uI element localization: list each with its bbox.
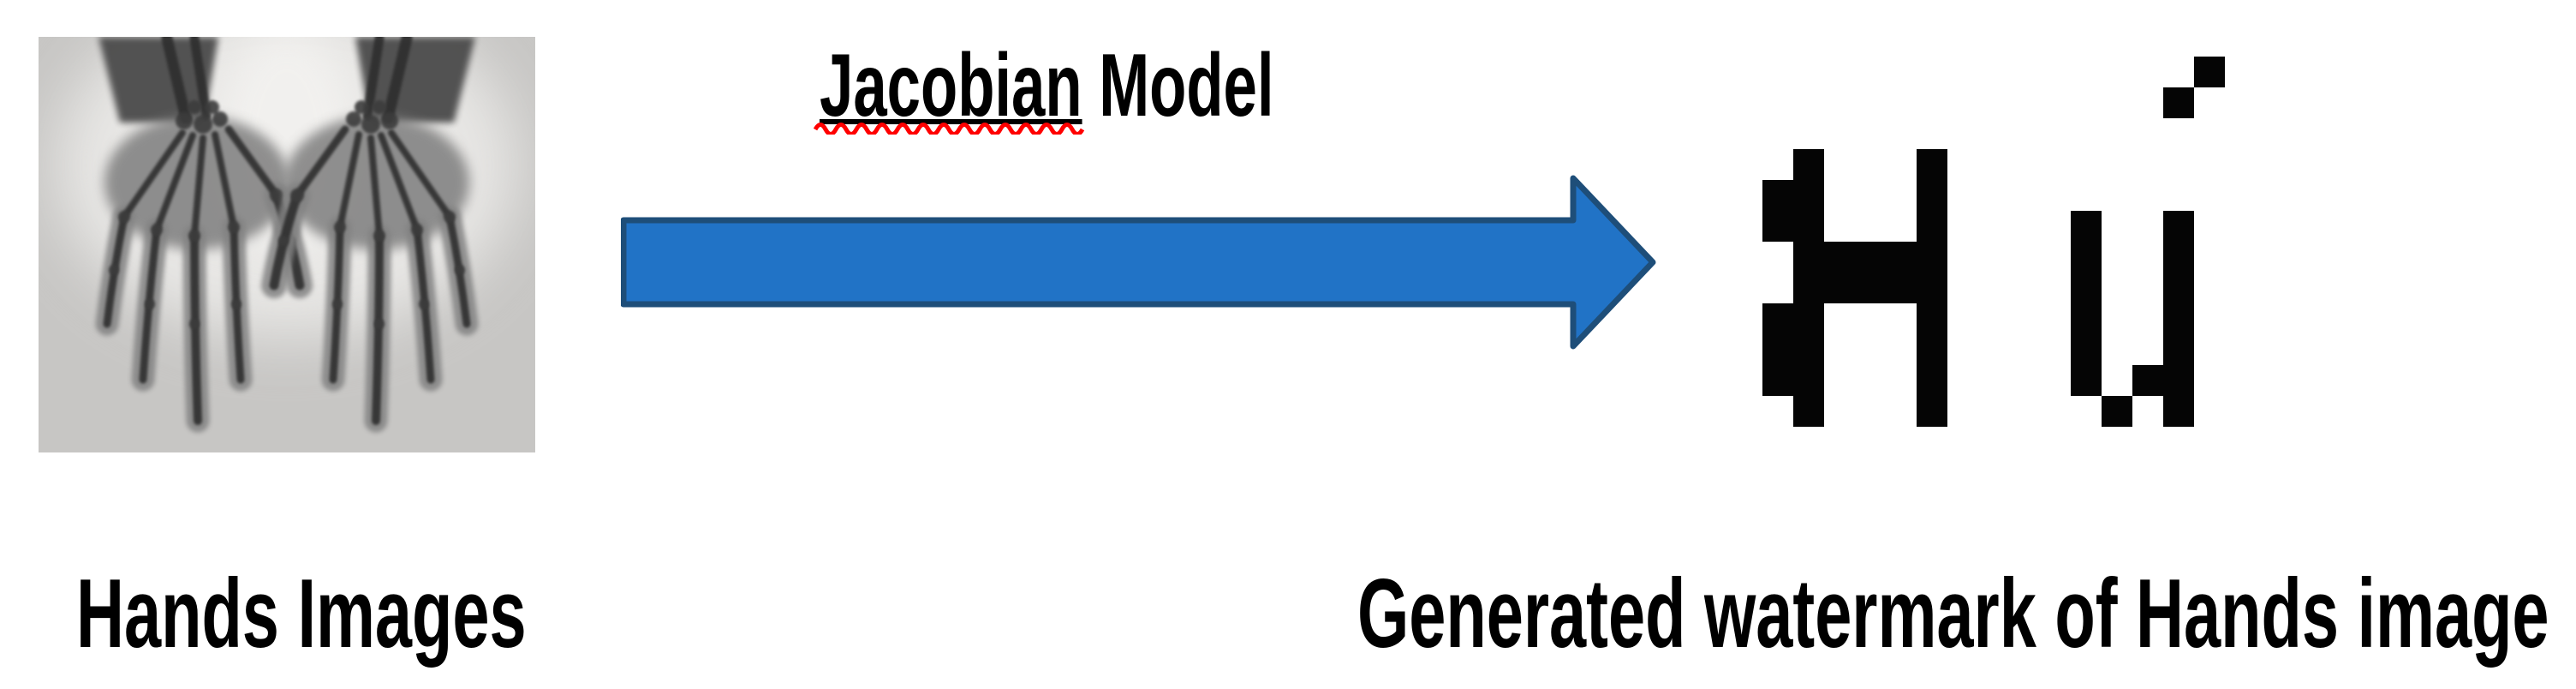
- watermark-pixel: [1855, 242, 1886, 273]
- watermark-pixel: [2071, 334, 2102, 365]
- watermark-pixel: [1762, 303, 1793, 334]
- watermark-pixel: [2163, 396, 2194, 427]
- watermark-pixel: [1762, 365, 1793, 396]
- watermark-pixel: [1793, 303, 1824, 334]
- watermark-pixel: [2132, 365, 2163, 396]
- watermark-pixel: [1762, 180, 1793, 211]
- hands-xray-image: [39, 37, 535, 452]
- watermark-pixel: [2102, 396, 2132, 427]
- watermark-pixel: [2163, 303, 2194, 334]
- right-arrow-shape: [621, 175, 1656, 350]
- watermark-pixel: [1917, 149, 1947, 180]
- watermark-pixel: [1917, 180, 1947, 211]
- model-label-underlined-word: Jacobian: [820, 36, 1082, 135]
- watermark-pixel: [1793, 211, 1824, 242]
- watermark-pixel: [2163, 242, 2194, 273]
- watermark-pixel: [2163, 211, 2194, 242]
- watermark-pixel: [1793, 365, 1824, 396]
- watermark-pixel: [1917, 242, 1947, 273]
- watermark-pixel: [1793, 180, 1824, 211]
- watermark-pixel: [2071, 303, 2102, 334]
- watermark-pixel: [2071, 242, 2102, 273]
- watermark-pixel: [1917, 365, 1947, 396]
- watermark-pixel: [2163, 365, 2194, 396]
- watermark-pixel: [2163, 87, 2194, 118]
- watermark-pixel: [1793, 334, 1824, 365]
- watermark-pixel: [2071, 211, 2102, 242]
- watermark-pixel: [2071, 365, 2102, 396]
- watermark-pixel: [1886, 273, 1917, 303]
- right-caption: Generated watermark of Hands image: [1357, 560, 2549, 668]
- watermark-pixel: [1793, 273, 1824, 303]
- watermark-pixel: [1917, 273, 1947, 303]
- model-label: Jacobian Model: [820, 41, 1274, 130]
- watermark-pixel: [1886, 242, 1917, 273]
- model-label-rest: Model: [1082, 36, 1274, 135]
- watermark-pixel: [1793, 149, 1824, 180]
- watermark-pixel: [1917, 211, 1947, 242]
- watermark-pixel: [1762, 334, 1793, 365]
- watermark-pixel: [1793, 242, 1824, 273]
- watermark-pixel: [1855, 273, 1886, 303]
- spellcheck-wavy-underline: [814, 123, 1085, 135]
- watermark-pixel: [2194, 57, 2225, 87]
- watermark-pixel: [1824, 273, 1855, 303]
- watermark-pixel: [1762, 211, 1793, 242]
- generated-watermark-image: [1762, 57, 2256, 427]
- watermark-pixel: [2163, 273, 2194, 303]
- left-caption: Hands Images: [76, 560, 527, 668]
- watermark-pixel: [1917, 396, 1947, 427]
- watermark-pixel: [1793, 396, 1824, 427]
- watermark-pixel: [2071, 273, 2102, 303]
- watermark-pixel: [2163, 334, 2194, 365]
- watermark-pixel: [1917, 303, 1947, 334]
- watermark-pixel: [1824, 242, 1855, 273]
- watermark-pixel: [1917, 334, 1947, 365]
